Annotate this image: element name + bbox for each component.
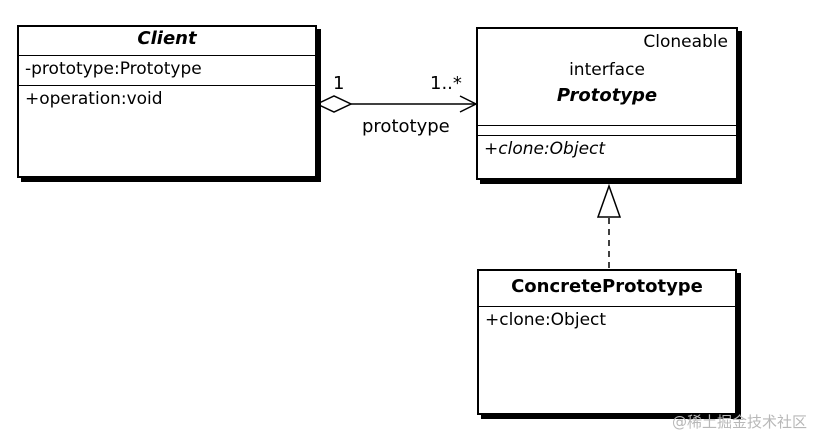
target-multiplicity: 1..* xyxy=(430,73,462,94)
watermark: @稀土掘金技术社区 xyxy=(671,413,807,431)
prototype-stereotype: Cloneable xyxy=(643,32,728,52)
client-operation-compartment: +operation:void xyxy=(19,86,315,112)
prototype-attribute-compartment xyxy=(478,126,736,136)
client-attribute-compartment: -prototype:Prototype xyxy=(19,56,315,86)
prototype-class-name: Prototype xyxy=(556,85,658,106)
concrete-class-name: ConcretePrototype xyxy=(511,276,703,297)
concrete-prototype-class-box[interactable]: ConcretePrototype +clone:Object xyxy=(477,269,737,415)
prototype-operation: +clone:Object xyxy=(484,139,606,159)
association-role-label: prototype xyxy=(362,116,450,137)
prototype-kind: interface xyxy=(569,60,645,80)
aggregation-diamond xyxy=(315,95,353,113)
navigation-arrowhead xyxy=(459,95,478,113)
concrete-name-compartment: ConcretePrototype xyxy=(479,271,735,307)
client-attribute: -prototype:Prototype xyxy=(25,59,202,79)
client-operation: +operation:void xyxy=(25,89,163,109)
realization-arrowhead xyxy=(596,183,622,218)
client-class-name: Client xyxy=(137,28,197,49)
prototype-operation-compartment: +clone:Object xyxy=(478,136,736,162)
source-multiplicity: 1 xyxy=(333,73,345,94)
client-name-compartment: Client xyxy=(19,27,315,56)
concrete-operation: +clone:Object xyxy=(485,310,607,330)
prototype-interface-box[interactable]: Cloneable interface Prototype +clone:Obj… xyxy=(476,27,738,180)
concrete-operation-compartment: +clone:Object xyxy=(479,307,735,333)
client-class-box[interactable]: Client -prototype:Prototype +operation:v… xyxy=(17,25,317,178)
prototype-name-compartment: Cloneable interface Prototype xyxy=(478,29,736,126)
